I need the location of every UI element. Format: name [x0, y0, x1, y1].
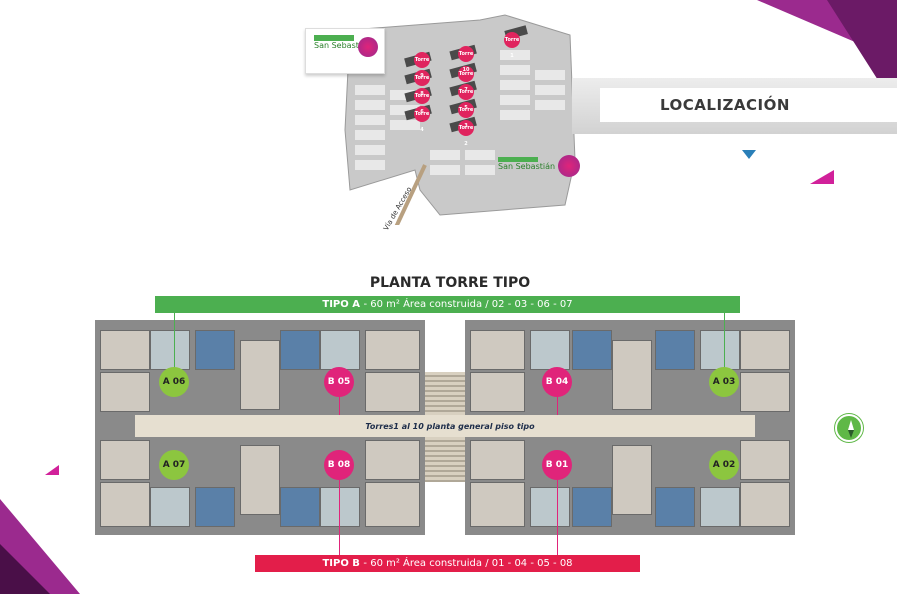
room: [740, 440, 790, 480]
tower-badge-5[interactable]: Torre 5: [458, 84, 474, 111]
room: [195, 487, 235, 527]
room: [655, 487, 695, 527]
room: [365, 440, 420, 480]
leader-a06: [174, 313, 175, 368]
room: [470, 440, 525, 480]
room: [700, 487, 740, 527]
leader-a03: [724, 313, 725, 368]
leader-b01: [557, 480, 558, 555]
unit-badge-b04[interactable]: B 04: [542, 367, 572, 397]
type-b-name: TIPO B: [322, 558, 360, 569]
room: [320, 330, 360, 370]
room: [100, 372, 150, 412]
room: [240, 445, 280, 515]
room: [195, 330, 235, 370]
plan-title: PLANTA TORRE TIPO: [369, 275, 531, 291]
compass-icon: [835, 414, 863, 442]
tower-badge-4[interactable]: Torre 4: [414, 106, 430, 133]
room: [470, 372, 525, 412]
room: [280, 330, 320, 370]
type-b-band: TIPO B - 60 m² Área construida / 01 - 04…: [255, 555, 640, 572]
room: [530, 330, 570, 370]
room: [470, 330, 525, 370]
tower-badge-6[interactable]: Torre 6: [414, 88, 430, 115]
room: [100, 482, 150, 527]
room: [740, 372, 790, 412]
leader-b04: [557, 395, 558, 415]
room: [612, 445, 652, 515]
tower-badge-10[interactable]: Torre 10: [458, 46, 474, 73]
corner-decoration-bottom-left-2: [0, 544, 50, 594]
unit-badge-a06[interactable]: A 06: [159, 367, 189, 397]
location-title: LOCALIZACIÓN: [600, 88, 897, 122]
room: [740, 330, 790, 370]
room: [740, 482, 790, 527]
unit-badge-b01[interactable]: B 01: [542, 450, 572, 480]
small-triangle-blue: [742, 150, 756, 159]
small-triangle-magenta: [810, 170, 834, 184]
room: [530, 487, 570, 527]
room: [150, 487, 190, 527]
corridor: [135, 415, 755, 437]
room: [365, 330, 420, 370]
brand-name-bottom: San Sebastián: [498, 162, 556, 171]
room: [365, 372, 420, 412]
unit-badge-a02[interactable]: A 02: [709, 450, 739, 480]
type-a-name: TIPO A: [322, 299, 360, 310]
small-triangle-magenta-left: [45, 465, 59, 475]
brand-logo-top: San Sebastián: [305, 28, 385, 74]
type-b-area: - 60 m² Área construida / 01 - 04 - 05 -…: [363, 558, 573, 569]
room: [572, 330, 612, 370]
room: [572, 487, 612, 527]
room: [100, 440, 150, 480]
type-a-area: - 60 m² Área construida / 02 - 03 - 06 -…: [363, 299, 573, 310]
leader-b05: [339, 395, 340, 415]
room: [100, 330, 150, 370]
unit-badge-b08[interactable]: B 08: [324, 450, 354, 480]
unit-badge-a03[interactable]: A 03: [709, 367, 739, 397]
room: [320, 487, 360, 527]
tower-badge-1[interactable]: Torre 1: [504, 32, 520, 59]
room: [280, 487, 320, 527]
tower-badge-8[interactable]: Torre 8: [414, 70, 430, 97]
unit-badge-b05[interactable]: B 05: [324, 367, 354, 397]
room: [150, 330, 190, 370]
room: [365, 482, 420, 527]
tower-badge-7[interactable]: Torre 7: [458, 66, 474, 93]
room: [612, 340, 652, 410]
room: [655, 330, 695, 370]
brand-logo-bottom: San Sebastián: [494, 155, 584, 185]
type-a-band: TIPO A - 60 m² Área construida / 02 - 03…: [155, 296, 740, 313]
tower-badge-3[interactable]: Torre 3: [458, 102, 474, 129]
room: [470, 482, 525, 527]
corridor-label: Torres1 al 10 planta general piso tipo: [365, 422, 535, 431]
brand-name-top: San Sebastián: [314, 41, 372, 50]
room: [700, 330, 740, 370]
leader-b08: [339, 480, 340, 555]
tower-badge-9[interactable]: Torre 9: [414, 52, 430, 79]
room: [240, 340, 280, 410]
tower-badge-2[interactable]: Torre 2: [458, 120, 474, 147]
unit-badge-a07[interactable]: A 07: [159, 450, 189, 480]
